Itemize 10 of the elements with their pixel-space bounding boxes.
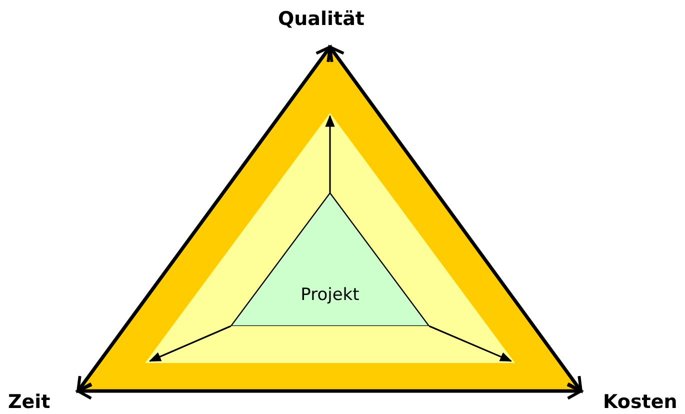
arrow bbox=[76, 382, 582, 400]
arrow bbox=[325, 114, 335, 193]
arrow bbox=[428, 325, 512, 362]
axis-label: Qualität bbox=[278, 8, 365, 30]
arrow bbox=[76, 46, 332, 392]
axis-label: Kosten bbox=[603, 391, 678, 413]
axis-label: Zeit bbox=[8, 391, 50, 413]
arrow bbox=[148, 325, 232, 362]
project-label: Projekt bbox=[300, 285, 360, 305]
arrow bbox=[328, 46, 582, 392]
